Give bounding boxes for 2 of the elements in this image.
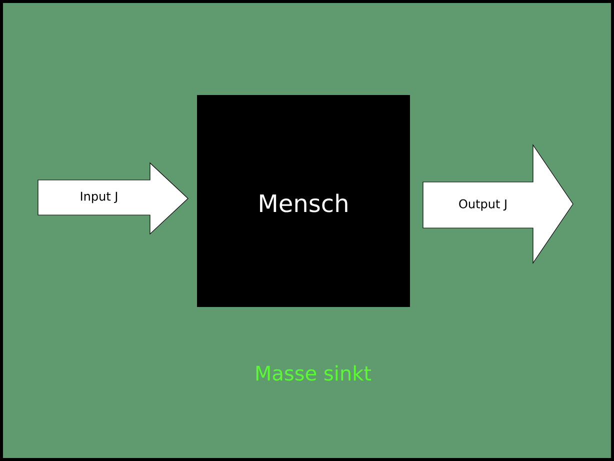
process-box: Mensch [197, 95, 410, 307]
caption-text: Masse sinkt [256, 365, 372, 381]
